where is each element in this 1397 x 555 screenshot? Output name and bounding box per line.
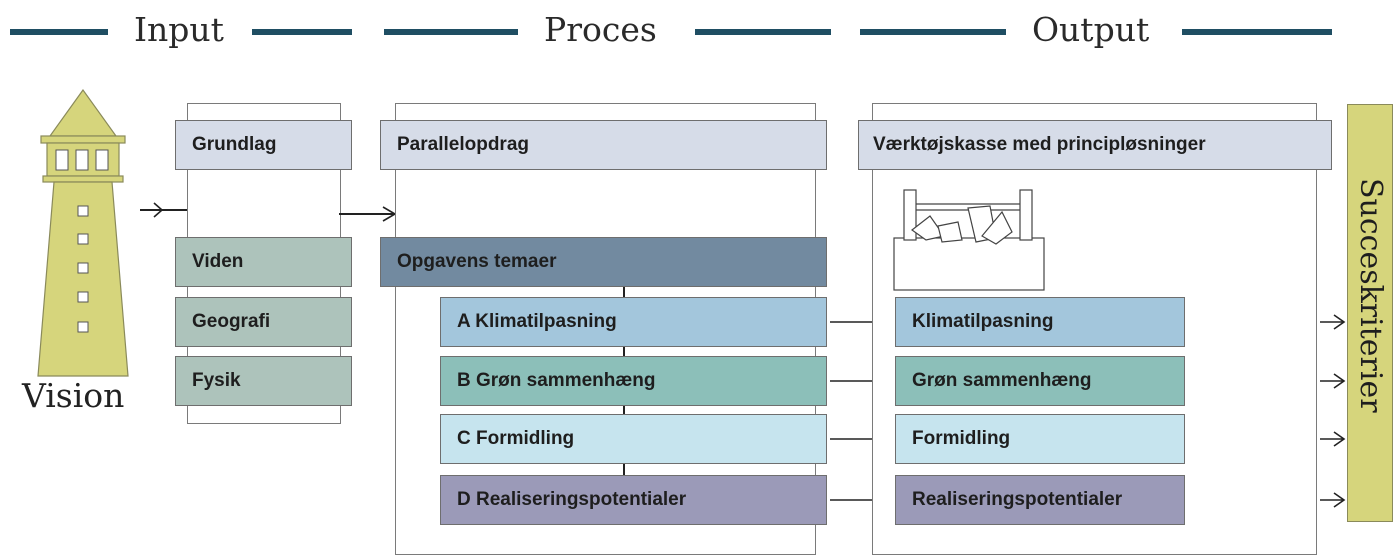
input-item-geografi: Geografi [175, 297, 352, 347]
output-title-box: Værktøjskasse med principløsninger [858, 120, 1332, 170]
input-title-box: Grundlag [175, 120, 352, 170]
arrow-right-icon [1320, 492, 1346, 508]
output-item-klimatilpasning: Klimatilpasning [895, 297, 1185, 347]
lighthouse-icon [37, 88, 129, 377]
header-line [252, 29, 352, 35]
theme-a-box: A Klimatilpasning [440, 297, 827, 347]
arrow-right-icon [341, 206, 397, 222]
output-item-realiseringspotentialer: Realiseringspotentialer [895, 475, 1185, 525]
theme-b-box: B Grøn sammenhæng [440, 356, 827, 406]
input-item-fysik: Fysik [175, 356, 352, 406]
theme-d-box: D Realiseringspotentialer [440, 475, 827, 525]
themes-title-box: Opgavens temaer [380, 237, 827, 287]
toolbox-icon [893, 189, 1045, 291]
vision-label: Vision [22, 376, 125, 415]
arrow-right-icon [1320, 373, 1346, 389]
header-line [695, 29, 831, 35]
theme-c-box: C Formidling [440, 414, 827, 464]
header-line [1182, 29, 1332, 35]
output-item-formidling: Formidling [895, 414, 1185, 464]
arrow-right-icon [1320, 431, 1346, 447]
header-input: Input [134, 10, 224, 49]
arrow-right-icon [142, 202, 164, 218]
header-line [384, 29, 518, 35]
header-line [10, 29, 108, 35]
header-line [860, 29, 1006, 35]
header-process: Proces [544, 10, 657, 49]
success-criteria-label: Succeskriterier [1353, 178, 1388, 413]
connector-line [140, 209, 188, 211]
success-criteria-bar: Succeskriterier [1347, 104, 1393, 522]
arrow-right-icon [1320, 314, 1346, 330]
header-output: Output [1032, 10, 1150, 49]
input-item-viden: Viden [175, 237, 352, 287]
process-title-box: Parallelopdrag [380, 120, 827, 170]
output-item-groen-sammenhaeng: Grøn sammenhæng [895, 356, 1185, 406]
